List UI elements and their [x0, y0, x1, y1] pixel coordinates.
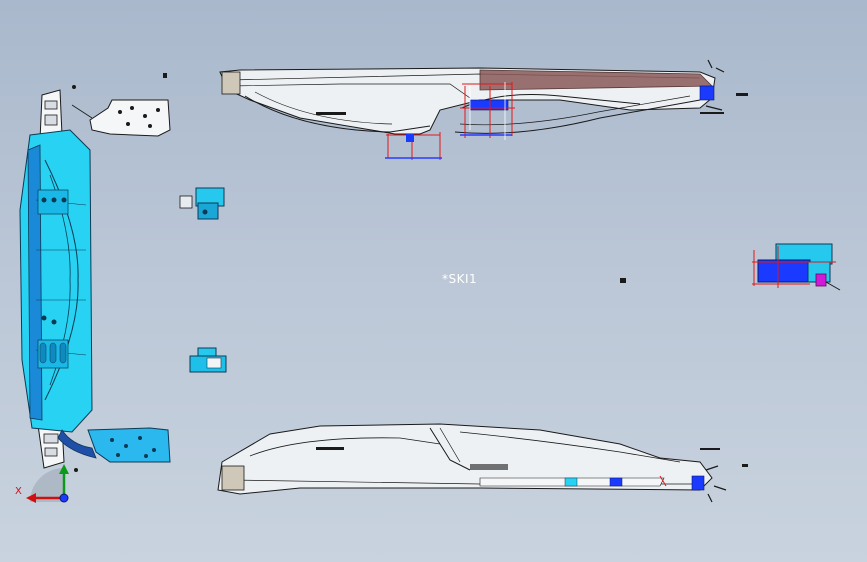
right-bracket-part[interactable] — [620, 243, 841, 291]
bracket-part-upper[interactable] — [179, 187, 225, 220]
mounting-plate-top[interactable] — [71, 73, 171, 137]
mounting-plate-bottom[interactable] — [87, 427, 171, 463]
left-bumper-assembly[interactable] — [19, 85, 97, 472]
frame-top-view[interactable] — [219, 59, 748, 135]
sketch-constraints-top — [385, 82, 515, 160]
orientation-triad[interactable] — [26, 464, 69, 503]
triad-x-axis-label: X — [15, 486, 22, 497]
sketch-label[interactable]: *SKI1 — [442, 272, 478, 286]
bracket-part-lower[interactable] — [189, 347, 227, 373]
frame-bottom-view[interactable] — [217, 423, 748, 503]
